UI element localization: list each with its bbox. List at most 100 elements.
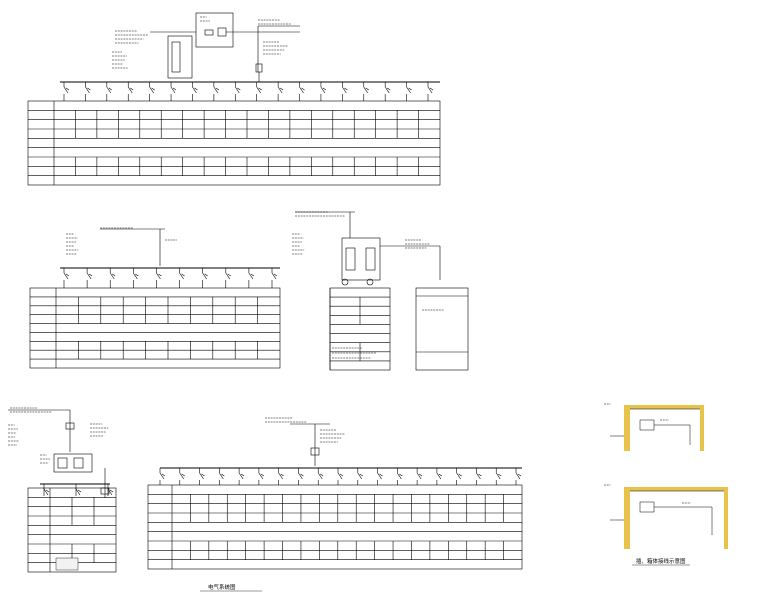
- panel-c-side-box: [415, 287, 469, 371]
- feeder-breaker: [170, 86, 176, 94]
- panel-a-inner-relay: [171, 41, 181, 73]
- feeder-breaker: [179, 472, 185, 480]
- feeder-breaker-mark: [280, 473, 284, 477]
- feeder-breaker-mark: [77, 489, 82, 493]
- feeder-breaker-mark: [279, 87, 284, 91]
- feeder-breaker-mark: [359, 473, 363, 477]
- feeder-breaker-mark: [221, 473, 225, 477]
- feeder-breaker-mark: [65, 273, 70, 277]
- panel-a-table: [27, 100, 441, 186]
- feeder-breaker: [277, 86, 283, 94]
- panel-b-table: [29, 287, 281, 369]
- feeder-breaker-mark: [109, 489, 114, 493]
- panel-b-table-grid: [30, 288, 280, 368]
- caption-detail: 插、箱体接线示意图: [636, 557, 686, 565]
- feeder-breaker: [397, 472, 402, 480]
- feeder-breaker-mark: [458, 473, 462, 477]
- panel-a-distribution-diagram: [27, 12, 441, 186]
- feeder-breaker: [317, 472, 323, 480]
- panel-a-feeders: [63, 82, 434, 101]
- feeder-breaker: [159, 472, 165, 480]
- feeder-breaker-mark: [130, 87, 134, 91]
- feeder-breaker: [63, 272, 69, 280]
- feeder-breaker-mark: [88, 273, 93, 277]
- panel-a-meter-box: [195, 12, 234, 48]
- feeder-breaker: [299, 86, 304, 94]
- feeder-breaker-mark: [408, 87, 412, 91]
- feeder-breaker: [416, 472, 422, 480]
- feeder-breaker: [357, 472, 363, 480]
- feeder-breaker-mark: [344, 87, 348, 91]
- feeder-breaker-mark: [438, 473, 443, 477]
- panel-e-table: [27, 487, 117, 573]
- feeder-breaker-mark: [172, 87, 177, 91]
- feeder-breaker: [337, 472, 343, 480]
- feeder-breaker-mark: [250, 273, 255, 277]
- box-wiring-detail: [610, 405, 728, 549]
- feeder-breaker-mark: [158, 273, 162, 277]
- feeder-breaker: [179, 272, 184, 280]
- detail-wall-hatch-lower: [624, 487, 630, 549]
- feeder-breaker: [456, 472, 461, 480]
- feeder-breaker: [515, 472, 521, 480]
- panel-c-transfer-diagram: [295, 211, 469, 371]
- feeder-breaker: [258, 472, 264, 480]
- feeder-breaker: [235, 86, 240, 94]
- feeder-breaker: [86, 272, 92, 280]
- feeder-breaker: [248, 272, 254, 280]
- feeder-breaker-mark: [387, 87, 391, 91]
- feeder-breaker: [75, 488, 81, 496]
- feeder-breaker-mark: [112, 273, 116, 277]
- feeder-breaker: [436, 472, 442, 480]
- panel-e-table-grid: [28, 488, 116, 572]
- feeder-breaker: [298, 472, 303, 480]
- feeder-breaker: [427, 86, 433, 94]
- panel-a-table-grid: [28, 101, 440, 185]
- feeder-breaker: [107, 488, 113, 496]
- feeder-breaker-mark: [365, 87, 369, 91]
- panel-d-table-grid: [148, 485, 522, 569]
- feeder-breaker: [238, 472, 244, 480]
- panel-d-feeders: [159, 468, 522, 485]
- feeder-breaker: [342, 86, 347, 94]
- feeder-breaker: [133, 272, 138, 280]
- feeder-breaker-mark: [204, 273, 208, 277]
- feeder-breaker-mark: [135, 273, 139, 277]
- feeder-breaker-mark: [379, 473, 383, 477]
- panel-d-distribution-diagram: [147, 423, 523, 570]
- feeder-breaker-mark: [201, 473, 205, 477]
- feeder-breaker-mark: [320, 473, 324, 477]
- feeder-breaker-mark: [498, 473, 502, 477]
- feeder-breaker: [256, 86, 261, 94]
- feeder-breaker: [278, 472, 283, 480]
- feeder-breaker-mark: [258, 87, 262, 91]
- feeder-breaker: [377, 472, 382, 480]
- panel-a-main-breaker: [255, 63, 263, 73]
- feeder-breaker: [109, 272, 115, 280]
- feeder-breaker-mark: [151, 87, 155, 91]
- feeder-breaker-mark: [181, 273, 185, 277]
- feeder-breaker-mark: [227, 273, 231, 277]
- feeder-breaker-mark: [418, 473, 423, 477]
- feeder-breaker-mark: [215, 87, 220, 91]
- feeder-breaker-mark: [478, 473, 482, 477]
- panel-b-feeders: [63, 268, 278, 288]
- feeder-breaker: [495, 472, 501, 480]
- panel-b-annotations: [66, 227, 178, 255]
- panel-a-annotations: [112, 16, 292, 69]
- feeder-breaker: [476, 472, 481, 480]
- feeder-breaker: [149, 86, 154, 94]
- feeder-breaker-mark: [237, 87, 241, 91]
- panel-c-table-grid: [329, 288, 390, 370]
- caption-main: 电气系统图: [208, 583, 236, 591]
- feeder-breaker-mark: [273, 273, 278, 277]
- feeder-breaker-mark: [399, 473, 403, 477]
- feeder-breaker-mark: [181, 473, 185, 477]
- feeder-breaker: [320, 86, 326, 94]
- feeder-breaker: [202, 272, 207, 280]
- panel-b-distribution-diagram: [29, 228, 281, 369]
- feeder-breaker-mark: [300, 473, 304, 477]
- feeder-breaker-mark: [65, 87, 70, 91]
- panel-e-distribution-diagram: [8, 409, 117, 573]
